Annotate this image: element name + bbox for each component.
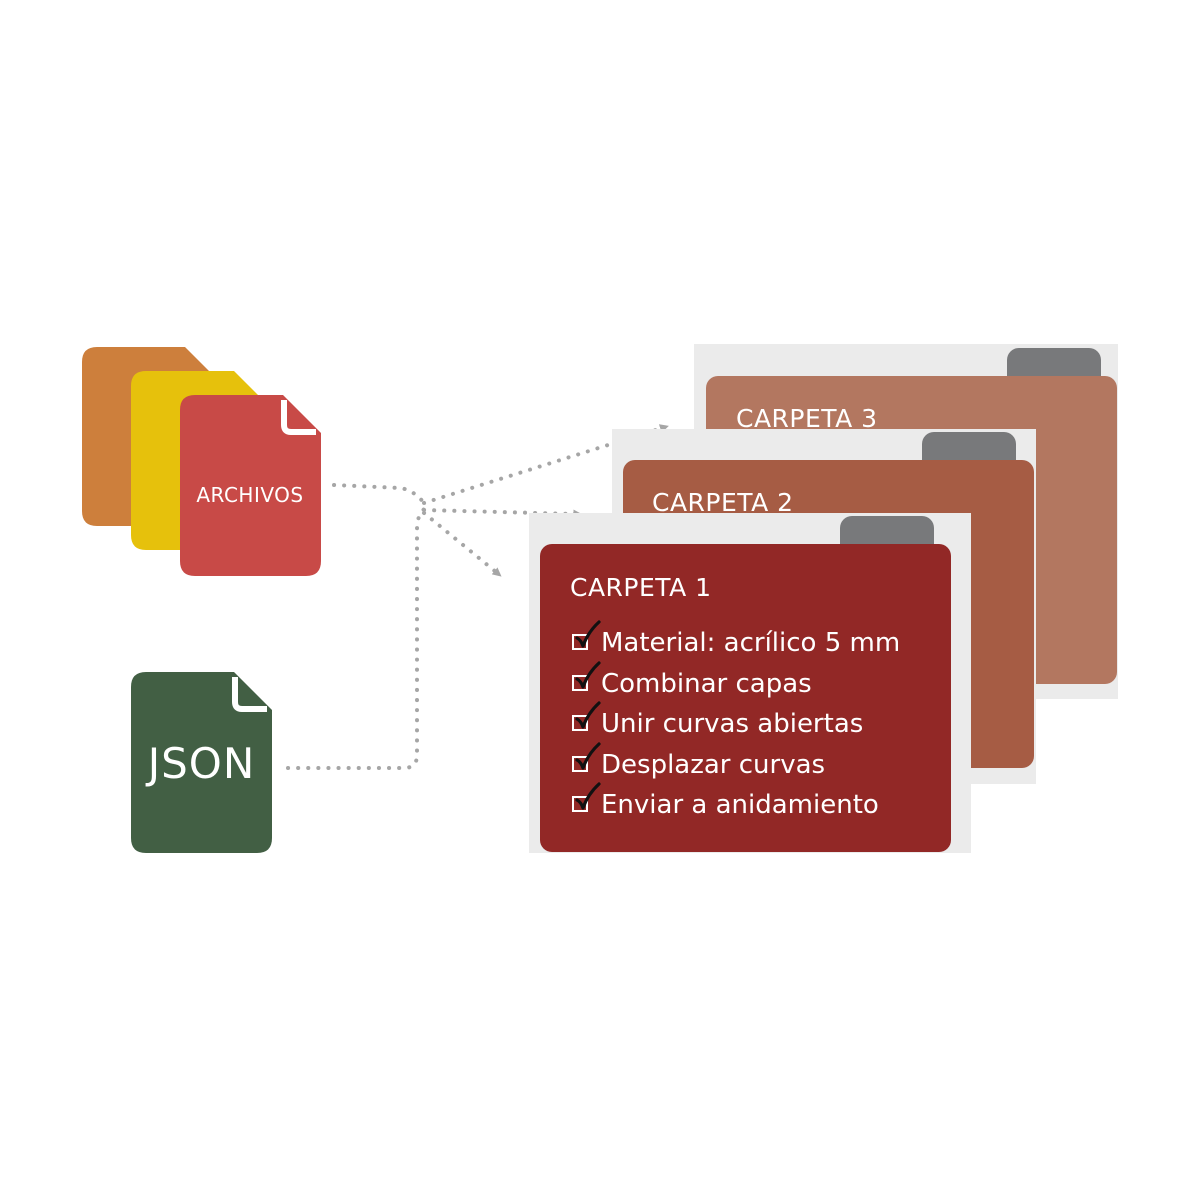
checkmark-icon — [575, 701, 601, 729]
carpeta-2-title: CARPETA 2 — [652, 488, 794, 517]
file-red-fold-icon — [281, 400, 316, 435]
checklist-item-label: Combinar capas — [601, 668, 812, 699]
archivos-label: ARCHIVOS — [196, 483, 304, 507]
connector-to-carpeta-1 — [422, 511, 502, 577]
connector-to-carpeta-3 — [422, 424, 669, 505]
checklist-item: Enviar a anidamiento — [570, 782, 900, 830]
checklist-item-label: Enviar a anidamiento — [601, 790, 879, 820]
checklist-item: Desplazar curvas — [570, 741, 900, 790]
checkmark-icon — [575, 660, 601, 689]
carpeta-1-checklist: Material: acrílico 5 mm Combinar capas U… — [570, 620, 901, 830]
folder-1-body — [540, 544, 951, 852]
checkbox-icon — [572, 634, 588, 650]
checklist-item-label: Material: acrílico 5 mm — [601, 628, 901, 658]
checklist-item: Material: acrílico 5 mm — [570, 620, 901, 668]
checklist-item: Unir curvas abiertas — [570, 701, 900, 749]
folder-carpeta-1 — [529, 513, 971, 853]
connector-archivos — [332, 483, 426, 505]
json-label: JSON — [147, 739, 256, 788]
checkmark-icon — [575, 782, 601, 810]
carpeta-1-title: CARPETA 1 — [570, 573, 712, 602]
json-file-icon — [131, 672, 272, 853]
checkbox-icon — [572, 715, 588, 731]
checklist-item: Combinar capas — [570, 660, 900, 709]
checkmark-icon — [575, 620, 601, 648]
checkbox-icon — [572, 755, 588, 772]
carpeta-3-title: CARPETA 3 — [736, 404, 878, 433]
checklist-item-label: Desplazar curvas — [601, 749, 826, 780]
checklist-item-label: Unir curvas abiertas — [601, 709, 864, 739]
file-stack-icon — [82, 347, 321, 576]
file-red-icon — [180, 395, 321, 576]
connectors — [286, 424, 669, 770]
checkbox-icon — [572, 674, 588, 691]
checkmark-icon — [575, 741, 601, 770]
checkbox-icon — [572, 796, 588, 812]
